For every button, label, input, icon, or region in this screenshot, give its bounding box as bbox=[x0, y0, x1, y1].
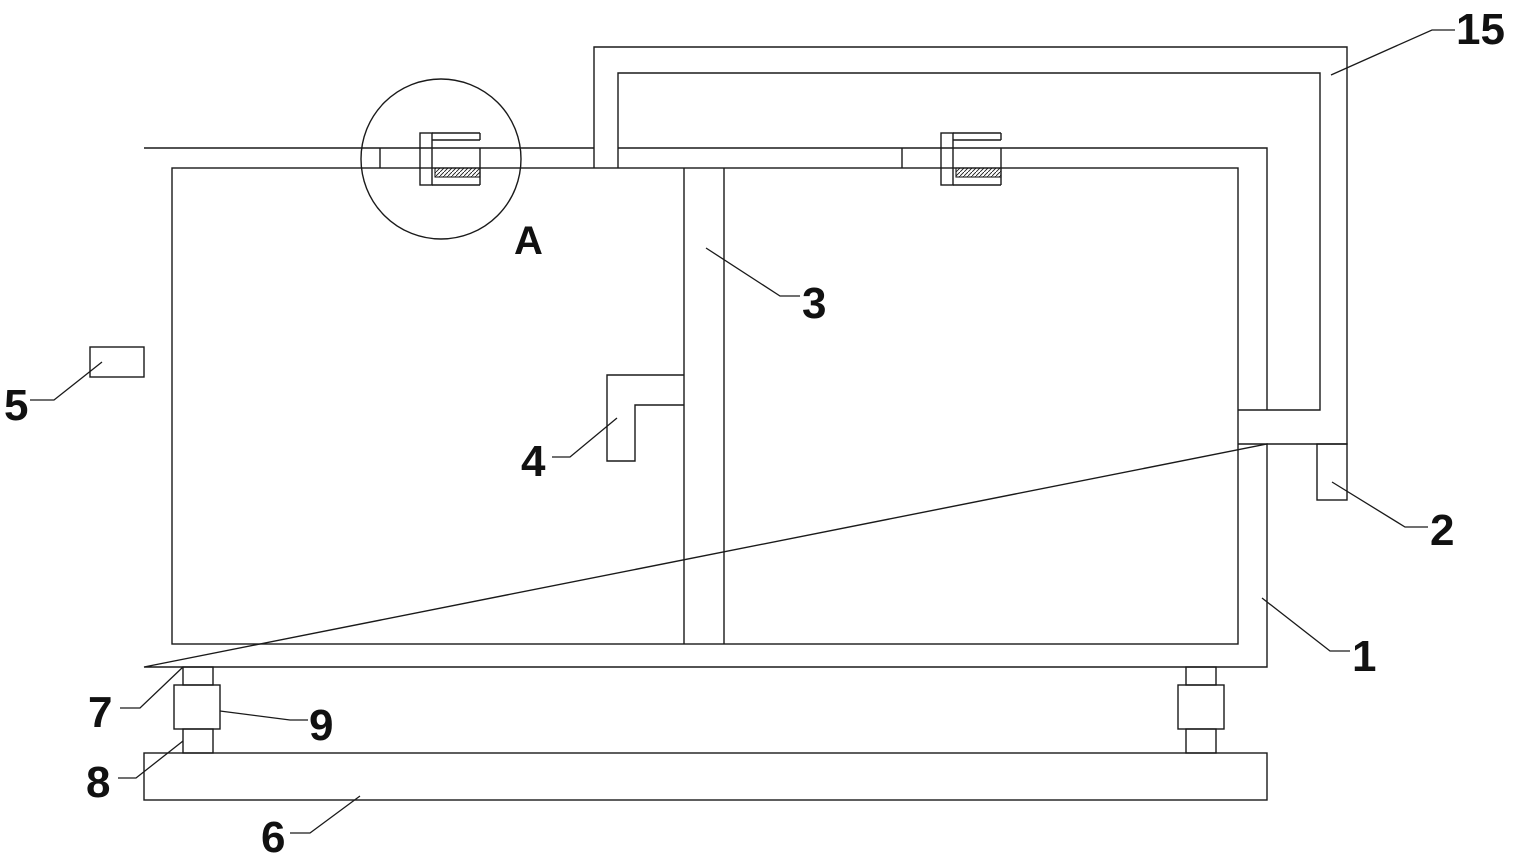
label-9: 9 bbox=[309, 701, 333, 750]
leader-lines bbox=[30, 29, 1455, 834]
label-1: 1 bbox=[1352, 632, 1376, 681]
label-detail-a: A bbox=[514, 219, 543, 263]
left-support bbox=[173, 666, 221, 754]
label-8: 8 bbox=[86, 758, 110, 807]
right-support bbox=[1177, 666, 1225, 754]
tank-body bbox=[143, 147, 1268, 668]
detail-circle-a bbox=[360, 78, 522, 240]
label-3: 3 bbox=[802, 279, 826, 328]
label-6: 6 bbox=[261, 813, 285, 862]
partition-wall bbox=[683, 168, 725, 644]
top-wall-segments bbox=[379, 148, 903, 168]
return-pipe bbox=[593, 46, 1348, 445]
inlet-pipe bbox=[89, 346, 145, 378]
l-pipe bbox=[606, 374, 684, 462]
number-labels: 15 3 5 4 2 1 7 9 8 6 A bbox=[4, 5, 1505, 862]
label-7: 7 bbox=[88, 688, 112, 737]
label-15: 15 bbox=[1456, 5, 1505, 54]
label-2: 2 bbox=[1430, 506, 1454, 555]
outlet-pipe bbox=[1316, 443, 1348, 501]
label-4: 4 bbox=[521, 437, 546, 486]
base-plate bbox=[143, 752, 1268, 801]
clamp-right bbox=[940, 132, 1002, 186]
clamp-left bbox=[419, 132, 481, 186]
label-5: 5 bbox=[4, 381, 28, 430]
